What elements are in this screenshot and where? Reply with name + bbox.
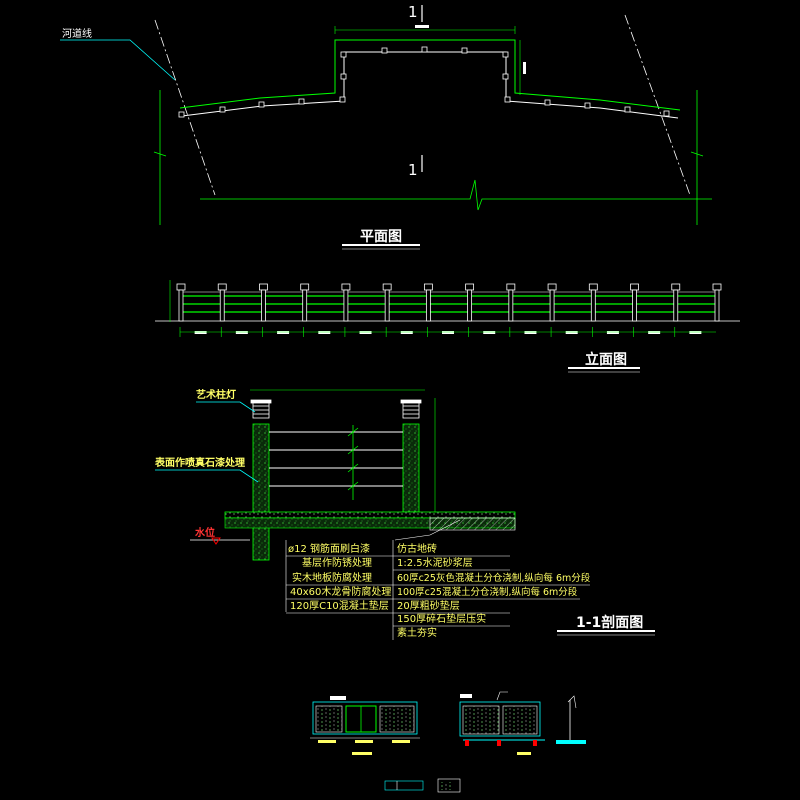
plan-bottom-boundary [200, 179, 712, 211]
elevation-dim-block [277, 331, 290, 334]
art-lamp-right [400, 399, 422, 419]
elevation-dim-block [483, 331, 496, 334]
elevation-post [259, 283, 268, 322]
elevation-post [382, 283, 392, 322]
elevation-post [217, 283, 227, 322]
lamp-leader [196, 401, 256, 413]
rail-dim-marks [347, 425, 359, 500]
railing-outline-outer [179, 39, 681, 111]
section-mark-top: 1 [408, 3, 418, 21]
elevation-post [465, 283, 475, 322]
left-notes-underlines [286, 555, 393, 614]
elevation-dim-block [689, 331, 702, 334]
left-note-3: 实木地板防腐处理 [292, 571, 372, 584]
right-notes-leader [394, 519, 461, 541]
detail-c [556, 695, 586, 744]
elevation-title: 立面图 [585, 351, 627, 368]
detail-drawings [310, 691, 586, 793]
left-note-1: ø12 钢筋面刷白漆 [288, 542, 370, 555]
right-note-1: 仿古地砖 [397, 542, 437, 555]
elevation-post [506, 283, 516, 322]
deck-surface [224, 511, 516, 519]
right-note-4: 100厚c25混凝土分仓浇制,纵向每 6m分段 [397, 586, 578, 598]
elevation-post [176, 283, 186, 322]
right-note-7: 素土夯实 [397, 626, 437, 639]
elevation-post [547, 283, 557, 322]
detail-a [310, 696, 420, 755]
right-note-6: 150厚碎石垫层压实 [397, 612, 486, 625]
elevation-bottom-dimensions [179, 327, 716, 337]
right-notes-underlines [393, 555, 590, 627]
elevation-post [671, 283, 681, 322]
elevation-dim-block [359, 331, 372, 334]
right-note-3: 60厚c25灰色混凝土分仓浇制,纵向每 6m分段 [397, 572, 591, 584]
railing-outline-inner [181, 51, 679, 119]
elevation-post [423, 283, 433, 322]
elevation-dim-block [194, 331, 207, 334]
elevation-dim-block [400, 331, 413, 334]
elevation-rails [180, 295, 718, 313]
section-rails [269, 431, 403, 487]
elevation-dim-block [442, 331, 454, 334]
detail-b [459, 691, 545, 755]
plan-view: 河道线 [60, 3, 712, 250]
left-note-4: 40x60木龙骨防腐处理 [290, 585, 391, 598]
section-view: 水位 艺术柱灯 表面作喷真石漆处理 ø12 钢筋面刷白漆 基层作防锈处理 实木地… [154, 388, 655, 640]
section-title: 1-1剖面图 [576, 614, 643, 631]
elevation-view: 立面图 [155, 280, 740, 373]
elevation-dim-block [524, 331, 537, 334]
plan-top-dim-text [415, 25, 429, 28]
elevation-post [630, 283, 639, 322]
deck-hatch [429, 517, 516, 531]
elevation-post [588, 283, 598, 322]
road-edge-label: 河道线 [62, 27, 92, 40]
river-edge-right [624, 14, 691, 196]
break-mark-right [690, 151, 704, 157]
lamp-label: 艺术柱灯 [196, 388, 236, 401]
elevation-dim-block [565, 331, 578, 334]
art-lamp-left [250, 399, 272, 419]
elevation-post [712, 283, 722, 322]
road-edge-leader [60, 39, 176, 81]
pillar-left [252, 423, 270, 561]
right-note-2: 1:2.5水泥砂浆层 [397, 556, 473, 569]
elevation-dim-block [235, 331, 248, 334]
elevation-dim-block [648, 331, 661, 334]
right-notes: 仿古地砖 1:2.5水泥砂浆层 60厚c25灰色混凝土分仓浇制,纵向每 6m分段… [397, 542, 591, 639]
right-note-5: 20厚粗砂垫层 [397, 599, 460, 612]
water-level-label: 水位 [194, 526, 215, 539]
finish-leader [155, 469, 259, 483]
plan-railing-posts [178, 46, 670, 118]
elevation-post [341, 283, 351, 322]
elevation-dim-block [318, 331, 331, 334]
detail-d [384, 778, 461, 793]
section-mark-bottom: 1 [408, 161, 418, 179]
left-notes: ø12 钢筋面刷白漆 基层作防锈处理 实木地板防腐处理 40x60木龙骨防腐处理… [288, 542, 391, 612]
break-mark-left [153, 151, 167, 157]
water-level-icon [211, 537, 221, 545]
plan-title: 平面图 [360, 229, 402, 245]
elevation-posts [176, 283, 722, 322]
elevation-post [300, 283, 310, 322]
left-note-2: 基层作防锈处理 [302, 556, 372, 569]
plan-side-dim-text [523, 62, 526, 74]
pillar-right [402, 423, 420, 513]
left-note-5: 120厚C10混凝土垫层 [290, 599, 389, 612]
elevation-dim-block [606, 331, 619, 334]
finish-label: 表面作喷真石漆处理 [154, 456, 245, 469]
